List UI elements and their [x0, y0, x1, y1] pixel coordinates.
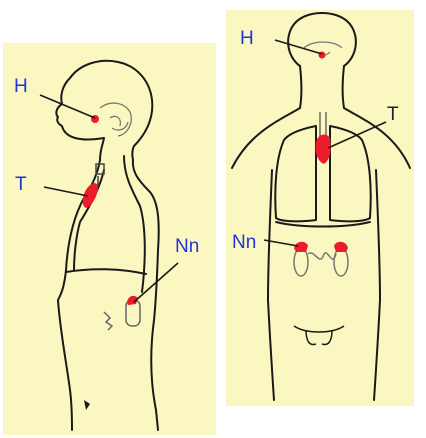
front-label-adrenal: Nn [232, 232, 256, 253]
side-label-adrenal: Nn [175, 236, 199, 257]
front-view-panel: H T Nn [226, 10, 414, 406]
front-label-thymus: T [387, 104, 399, 125]
front-panel-background [226, 10, 414, 406]
front-label-hypothalamus: H [240, 28, 254, 49]
side-label-thymus: T [15, 174, 27, 195]
side-label-hypothalamus: H [14, 76, 28, 97]
side-view-panel: H T Nn [3, 43, 216, 435]
